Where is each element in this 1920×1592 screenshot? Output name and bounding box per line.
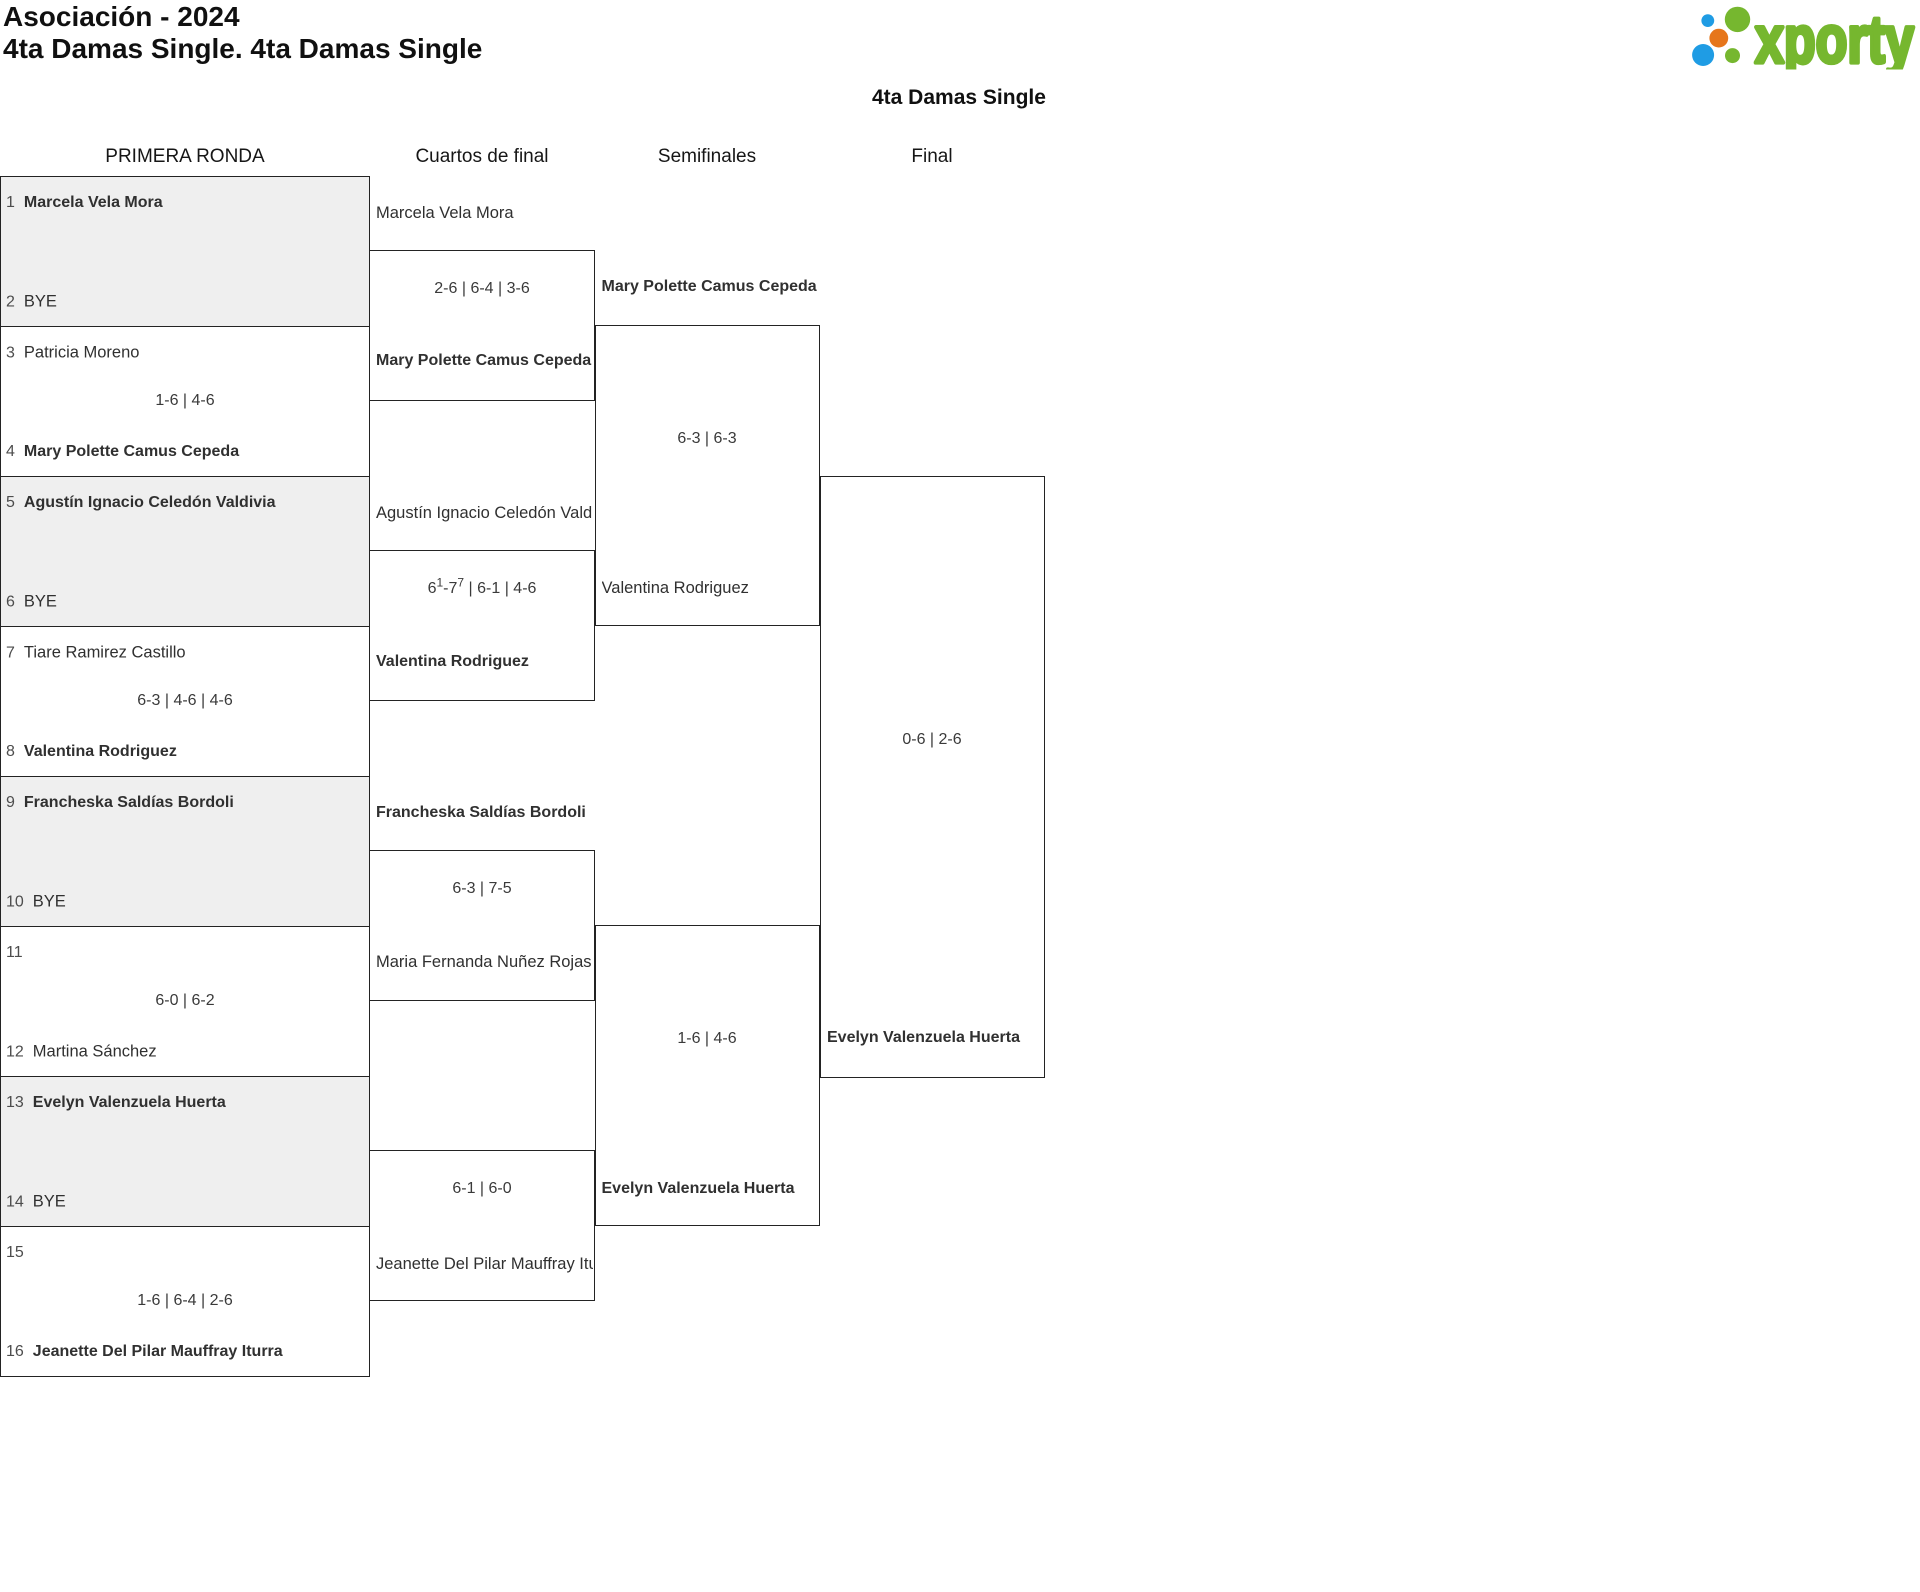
svg-text:xporty: xporty bbox=[1755, 2, 1914, 77]
